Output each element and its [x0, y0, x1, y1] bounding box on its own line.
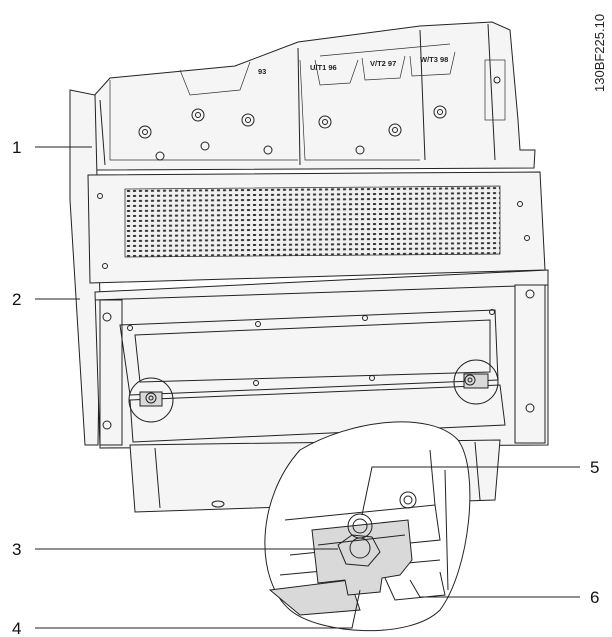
callout-1: 1 — [12, 138, 21, 157]
terminal-label-partial: 93 — [258, 67, 266, 76]
drawing-code: 130BF225.10 — [592, 14, 607, 92]
terminal-compartment: U/T1 96 V/T2 97 W/T3 98 93 — [89, 21, 536, 171]
callout-2: 2 — [12, 290, 21, 309]
callout-3: 3 — [12, 540, 21, 559]
terminal-label-w: W/T3 98 — [420, 55, 448, 64]
callout-6: 6 — [590, 588, 599, 607]
terminal-bolts — [138, 105, 447, 161]
callout-5: 5 — [590, 458, 599, 477]
ventilation-panel — [87, 171, 546, 284]
leader-lines — [35, 146, 580, 629]
detail-magnifier — [264, 421, 471, 632]
ground-clamp-right — [453, 359, 499, 405]
callout-4: 4 — [12, 619, 21, 637]
terminal-label-v: V/T2 97 — [370, 59, 396, 68]
terminal-label-u: U/T1 96 — [310, 63, 337, 72]
ground-clamp-left — [128, 377, 174, 423]
